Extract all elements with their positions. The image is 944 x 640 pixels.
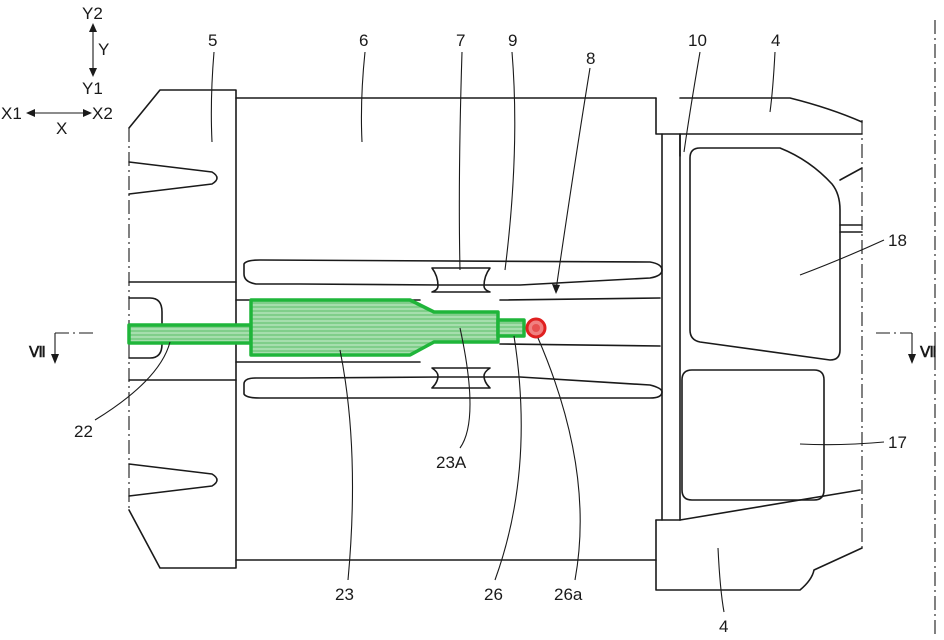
section-marker-right: Ⅶ	[876, 332, 937, 364]
bearing-fitting-7	[431, 267, 491, 389]
shaft-22	[127, 323, 253, 345]
section-label-right: Ⅶ	[919, 345, 937, 361]
label-7: 7	[456, 31, 465, 50]
label-4-bottom: 4	[719, 617, 728, 636]
reference-labels: 5 6 7 9 8 10 4 18 17 22 23A 23 26 26a 4	[74, 31, 907, 636]
leader-lines	[94, 51, 885, 613]
frame-4-10	[655, 97, 863, 591]
pipe-end-26	[496, 318, 526, 338]
label-8: 8	[586, 49, 595, 68]
section-label-left: Ⅶ	[28, 345, 46, 361]
label-5: 5	[208, 31, 217, 50]
axis-indicator: Y2 Y Y1 X1 X X2	[1, 4, 113, 138]
label-4-top: 4	[771, 31, 780, 50]
box-18	[689, 147, 841, 361]
axis-x1-label: X1	[1, 104, 22, 123]
label-18: 18	[888, 231, 907, 250]
axis-y1-label: Y1	[82, 79, 103, 98]
marker-26a	[525, 317, 547, 339]
box-17	[681, 369, 825, 501]
label-9: 9	[508, 31, 517, 50]
axis-y2-label: Y2	[82, 4, 103, 23]
label-23A: 23A	[436, 453, 467, 472]
label-6: 6	[359, 31, 368, 50]
axis-y-label: Y	[98, 40, 109, 59]
break-lines	[128, 20, 936, 635]
pipe-body-23	[249, 298, 500, 357]
highlighted-shaft-assembly	[127, 298, 526, 357]
label-26: 26	[484, 585, 503, 604]
section-marker-left: Ⅶ	[28, 332, 95, 364]
label-10: 10	[688, 31, 707, 50]
axis-x-label: X	[56, 119, 67, 138]
label-26a: 26a	[554, 585, 583, 604]
label-23: 23	[335, 585, 354, 604]
label-17: 17	[888, 433, 907, 452]
label-22: 22	[74, 422, 93, 441]
axis-x2-label: X2	[92, 104, 113, 123]
